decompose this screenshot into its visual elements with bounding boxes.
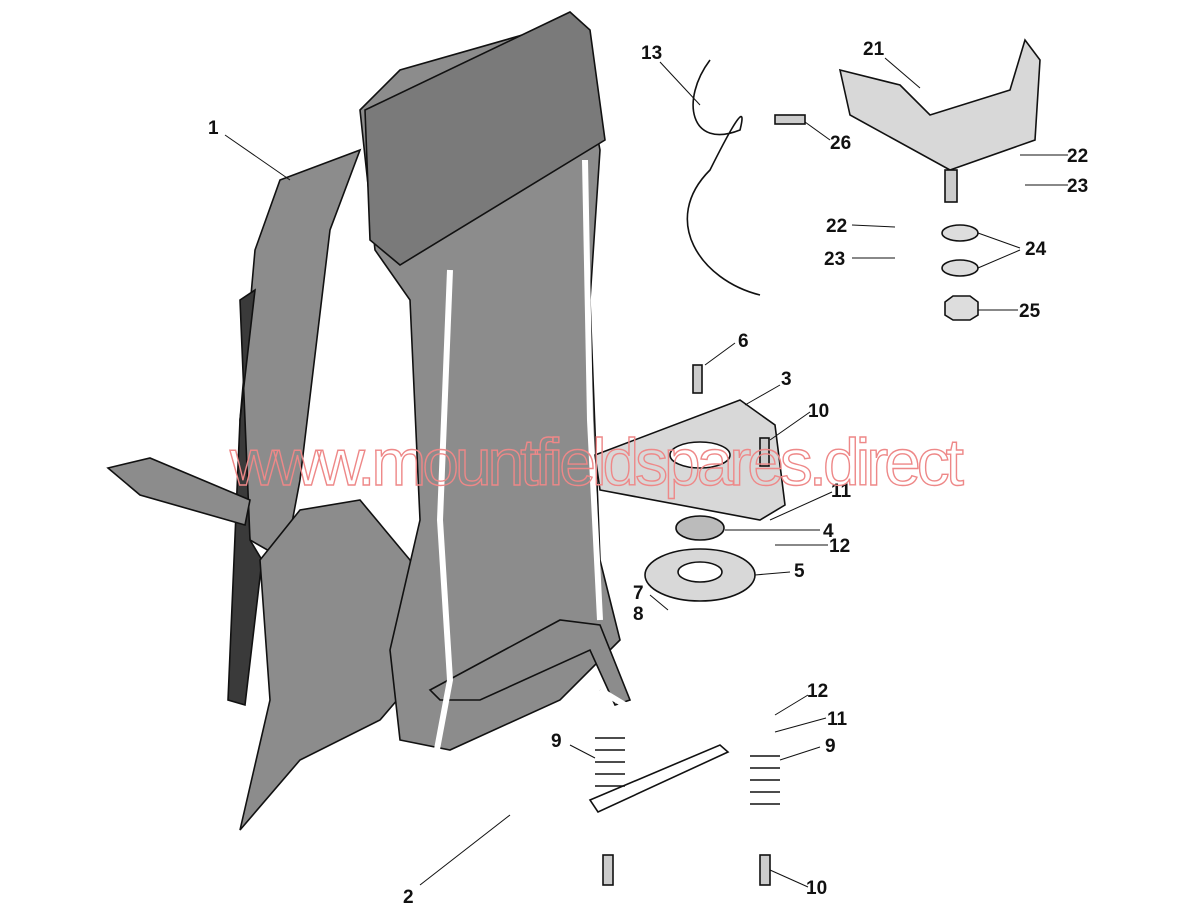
washer-24b (941, 259, 979, 277)
stud (944, 169, 958, 203)
label-part-24: 24 (1025, 239, 1047, 260)
label-part-4: 4 (823, 521, 834, 542)
waist-strap-left (106, 457, 251, 527)
cable-13 (686, 59, 761, 296)
nut-25 (944, 295, 979, 321)
top-cushion (364, 11, 606, 266)
label-part-3: 3 (781, 369, 792, 390)
label-part-10a: 10 (808, 401, 829, 422)
frame-crossbar (588, 744, 730, 814)
label-part-10b: 10 (806, 878, 827, 899)
watermark: www.mountfieldspares.direct (229, 425, 965, 499)
mount-parts (594, 38, 1041, 886)
bolt-26 (774, 114, 806, 125)
label-part-8: 8 (633, 604, 644, 625)
plate-3-hub (669, 441, 731, 469)
bolt-10a (759, 437, 770, 467)
label-part-23b: 23 (824, 249, 845, 270)
label-part-9b: 9 (825, 736, 836, 757)
label-part-1: 1 (208, 118, 219, 139)
label-part-6: 6 (738, 331, 749, 352)
bolt-10c (602, 854, 614, 886)
spring-9b (750, 755, 780, 805)
label-part-11b: 11 (827, 709, 848, 730)
spring-9a (595, 737, 625, 787)
label-part-13: 13 (641, 43, 662, 64)
label-part-12a: 12 (829, 536, 850, 557)
label-part-21: 21 (863, 39, 885, 60)
label-part-7: 7 (633, 583, 644, 604)
leader-lines (224, 57, 1068, 888)
backpack-frame (431, 159, 805, 864)
label-part-9a: 9 (551, 731, 562, 752)
backpack-harness (106, 11, 632, 831)
bolt-6 (692, 364, 703, 394)
part-labels: 1 2 3 4 5 6 7 8 9 9 10 10 11 11 12 12 13… (208, 39, 1088, 908)
plate-5-hole (677, 561, 723, 583)
washer-24a (941, 224, 979, 242)
label-part-23a: 23 (1067, 176, 1088, 197)
label-part-11a: 11 (831, 481, 852, 502)
bearing-4 (675, 515, 725, 541)
bracket-21 (838, 38, 1041, 171)
label-part-12b: 12 (807, 681, 828, 702)
label-part-26: 26 (830, 133, 851, 154)
label-part-25: 25 (1019, 301, 1041, 322)
bolt-10b (759, 854, 771, 886)
label-part-2: 2 (403, 887, 414, 908)
label-part-22a: 22 (1067, 146, 1088, 167)
right-strap (428, 619, 632, 706)
label-part-5: 5 (794, 561, 805, 582)
label-part-22b: 22 (826, 216, 847, 237)
